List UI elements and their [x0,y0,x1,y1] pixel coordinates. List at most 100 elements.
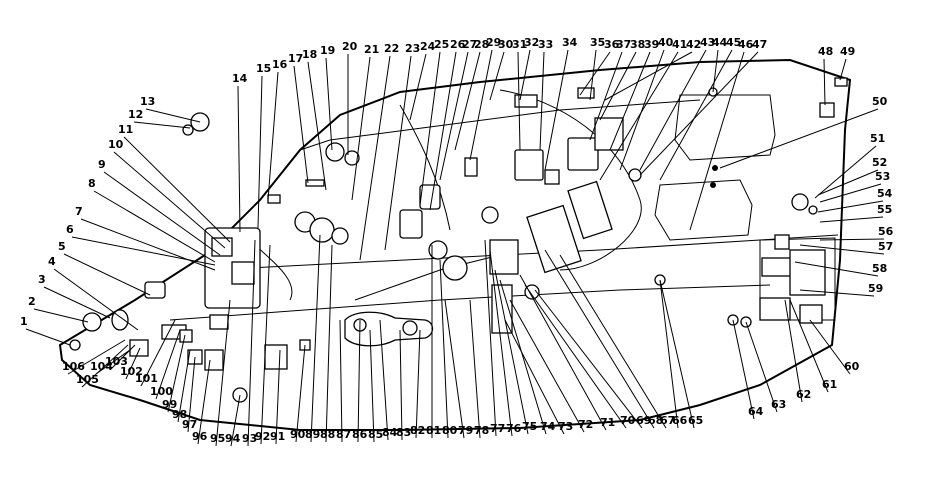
callout-73: 73 [558,420,573,433]
leader-line-87 [339,319,343,443]
leader-line-74 [499,279,547,435]
callout-2: 2 [28,295,36,308]
leader-line-67 [559,254,667,429]
leader-line-4 [53,268,139,331]
leader-line-5 [63,253,151,296]
leader-line-103 [110,344,136,370]
leader-line-43 [639,49,707,171]
leader-line-6 [71,236,216,266]
callout-4: 4 [48,255,56,268]
callout-54: 54 [877,187,893,200]
callout-99: 99 [162,398,177,411]
callout-41: 41 [672,38,687,51]
callout-1: 1 [20,315,28,328]
leader-line-47 [639,51,759,176]
leader-line-61 [789,299,829,393]
leader-line-92 [260,244,271,445]
callout-31: 31 [512,38,527,51]
leader-line-16 [267,71,279,201]
leader-line-70 [524,284,627,429]
callout-11: 11 [118,123,133,136]
callout-67: 67 [660,414,675,427]
callout-29: 29 [486,36,501,49]
callout-12: 12 [128,108,143,121]
leader-line-93 [247,239,256,447]
callout-66: 66 [672,414,688,427]
leader-line-7 [80,218,216,271]
leader-line-50 [719,108,879,169]
components [69,77,848,403]
leader-line-69 [534,289,643,429]
leader-line-83 [399,329,403,441]
callout-89: 89 [305,428,320,441]
callout-72: 72 [578,418,593,431]
callout-7: 7 [75,205,83,218]
leader-line-82 [415,329,421,439]
callout-78: 78 [474,424,489,437]
callout-34: 34 [562,36,578,49]
leader-lines [25,49,885,447]
callout-20: 20 [342,40,358,53]
callout-28: 28 [474,38,489,51]
leader-line-75 [494,269,529,435]
leader-line-84 [379,319,389,441]
callout-76: 76 [506,422,522,435]
leader-line-73 [504,319,565,435]
leader-line-34 [544,49,569,171]
callout-37: 37 [616,38,631,51]
callout-95: 95 [210,432,225,445]
callout-68: 68 [648,414,663,427]
callout-86: 86 [352,428,368,441]
callout-102: 102 [120,365,143,378]
callout-52: 52 [872,156,887,169]
leader-line-11 [123,136,231,243]
callout-57: 57 [878,240,893,253]
leader-line-30 [489,51,505,101]
callout-56: 56 [878,225,894,238]
leader-line-90 [295,344,306,443]
callout-98: 98 [172,408,187,421]
callout-92: 92 [255,430,270,443]
leader-line-21 [351,56,371,201]
callout-23: 23 [405,42,420,55]
callout-16: 16 [272,58,288,71]
leader-line-41 [599,51,679,181]
leader-line-44 [712,49,719,93]
callout-30: 30 [498,38,514,51]
leader-line-49 [839,58,847,81]
leader-line-57 [799,244,885,255]
callout-51: 51 [870,132,885,145]
leader-line-53 [819,183,882,203]
callout-8: 8 [88,177,96,190]
callout-104: 104 [90,360,113,373]
callout-79: 79 [458,424,473,437]
leader-line-51 [814,145,877,199]
callout-25: 25 [434,38,449,51]
leader-line-19 [325,57,333,151]
callout-6: 6 [66,223,74,236]
callout-5: 5 [58,240,66,253]
callout-101: 101 [135,372,158,385]
leader-line-100 [155,329,181,400]
leader-line-48 [823,58,826,106]
leader-line-102 [125,347,141,380]
callout-36: 36 [604,38,620,51]
leader-line-88 [325,244,333,443]
leader-line-29 [469,49,493,161]
callout-53: 53 [875,170,890,183]
callout-70: 70 [620,414,636,427]
leader-line-26 [429,51,457,211]
callout-63: 63 [771,398,786,411]
callout-47: 47 [752,38,767,51]
leader-line-96 [197,359,211,445]
callout-49: 49 [840,45,855,58]
callout-94: 94 [225,432,241,445]
callout-43: 43 [700,36,715,49]
leader-line-15 [257,75,263,229]
callout-32: 32 [524,36,539,49]
callout-62: 62 [796,388,811,401]
leader-line-79 [444,299,465,439]
leader-line-77 [484,239,497,437]
